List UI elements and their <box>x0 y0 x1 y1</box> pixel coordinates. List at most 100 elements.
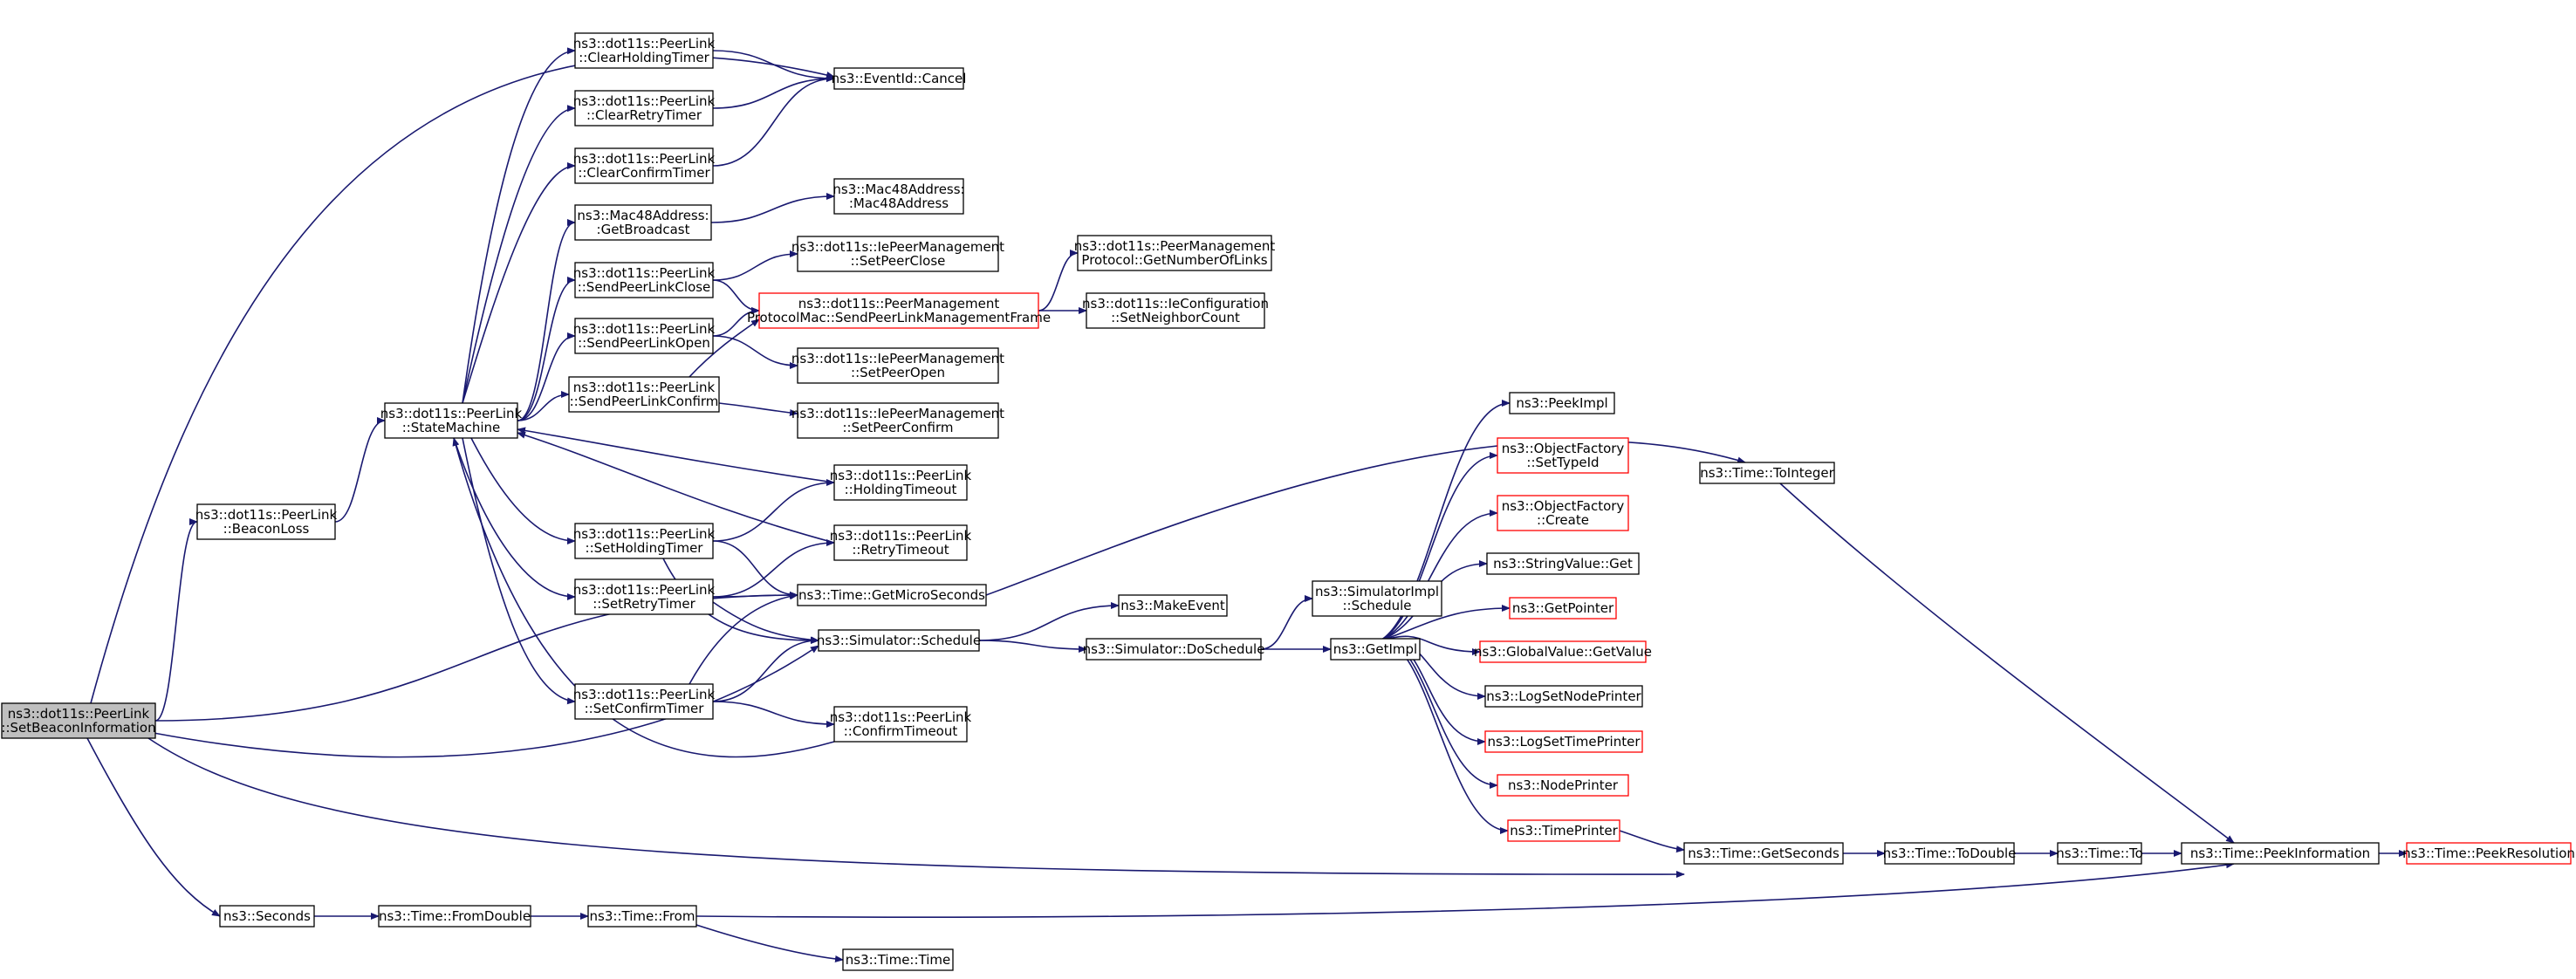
node-ofcreate[interactable]: ns3::ObjectFactory::Create <box>1497 495 1629 531</box>
edge-root-to-schedule <box>153 645 819 758</box>
node-box <box>758 292 1039 329</box>
node-timector[interactable]: ns3::Time::Time <box>842 948 954 971</box>
node-clearconfirm[interactable]: ns3::dot11s::PeerLink::ClearConfirmTimer <box>573 147 716 184</box>
node-sendclose[interactable]: ns3::dot11s::PeerLink::SendPeerLinkClose <box>573 262 716 298</box>
node-label-line: ns3::Mac48Address: <box>832 181 964 197</box>
node-label-line: ns3::dot11s::PeerLink <box>830 709 972 725</box>
node-label-line: ns3::dot11s::PeerLink <box>573 265 716 281</box>
node-clearretry[interactable]: ns3::dot11s::PeerLink::ClearRetryTimer <box>573 90 716 127</box>
node-label-line: ::SetConfirmTimer <box>585 701 705 716</box>
node-label-line: ns3::NodePrinter <box>1508 777 1619 793</box>
node-label-line: ns3::dot11s::PeerLink <box>573 151 716 167</box>
node-box <box>219 905 315 928</box>
node-sendframe[interactable]: ns3::dot11s::PeerManagementProtocolMac::… <box>747 292 1051 329</box>
node-box <box>1497 495 1629 531</box>
node-getimpl[interactable]: ns3::GetImpl <box>1330 638 1421 661</box>
node-settypeid[interactable]: ns3::ObjectFactory::SetTypeId <box>1497 437 1629 474</box>
node-box <box>574 90 714 127</box>
node-logtime[interactable]: ns3::LogSetTimePrinter <box>1484 730 1643 753</box>
node-label-line: ns3::Mac48Address: <box>577 208 709 223</box>
node-beaconloss[interactable]: ns3::dot11s::PeerLink::BeaconLoss <box>195 503 338 540</box>
node-to[interactable]: ns3::Time::To <box>2056 842 2143 865</box>
node-getseconds[interactable]: ns3::Time::GetSeconds <box>1683 842 1844 865</box>
node-label-line: ns3::LogSetNodePrinter <box>1486 688 1641 704</box>
node-numlinks[interactable]: ns3::dot11s::PeerManagementProtocol::Get… <box>1074 235 1276 271</box>
edge-statemachine-to-sendopen <box>517 332 576 421</box>
node-label-line: ProtocolMac::SendPeerLinkManagementFrame <box>747 310 1051 325</box>
node-holdingtimeout[interactable]: ns3::dot11s::PeerLink::HoldingTimeout <box>830 464 972 501</box>
node-makeevent[interactable]: ns3::MakeEvent <box>1118 594 1228 617</box>
node-statemachine[interactable]: ns3::dot11s::PeerLink::StateMachine <box>380 402 523 439</box>
edge-confirmtimeout-to-statemachine <box>452 437 835 758</box>
node-label-line: ::SetPeerConfirm <box>843 420 954 435</box>
node-setconfirm[interactable]: ns3::dot11s::PeerLink::SetConfirmTimer <box>573 683 716 720</box>
node-globalget[interactable]: ns3::GlobalValue::GetValue <box>1474 640 1652 663</box>
edge-schedule-to-makeevent <box>978 602 1120 641</box>
node-confirmtimeout[interactable]: ns3::dot11s::PeerLink::ConfirmTimeout <box>830 706 972 743</box>
edge-root-to-seconds <box>86 737 221 917</box>
node-tointeger[interactable]: ns3::Time::ToInteger <box>1699 462 1835 484</box>
node-from[interactable]: ns3::Time::From <box>587 905 697 928</box>
node-peekinfo[interactable]: ns3::Time::PeekInformation <box>2181 842 2380 865</box>
node-label-line: ::SetBeaconInformation <box>1 720 155 736</box>
node-root[interactable]: ns3::dot11s::PeerLink::SetBeaconInformat… <box>1 702 156 739</box>
node-fromdouble[interactable]: ns3::Time::FromDouble <box>378 905 531 928</box>
node-label-line: ::ClearHoldingTimer <box>579 50 709 65</box>
edge-timeprinter-to-getseconds <box>1619 830 1685 853</box>
edge-sendclose-to-sendframe <box>712 279 760 314</box>
edge-statemachine-to-clearretry <box>462 105 576 404</box>
node-peekimpl[interactable]: ns3::PeekImpl <box>1509 392 1615 414</box>
edge-root-to-cancel <box>90 55 835 704</box>
node-schedule[interactable]: ns3::Simulator::Schedule <box>817 629 981 652</box>
node-iesetopen[interactable]: ns3::dot11s::IePeerManagement::SetPeerOp… <box>791 347 1004 384</box>
node-label-line: Protocol::GetNumberOfLinks <box>1081 252 1267 268</box>
node-todouble[interactable]: ns3::Time::ToDouble <box>1883 842 2017 865</box>
node-label-line: ns3::dot11s::PeerLink <box>195 507 338 523</box>
node-sendconfirm[interactable]: ns3::dot11s::PeerLink::SendPeerLinkConfi… <box>568 376 720 413</box>
node-retrytimeout[interactable]: ns3::dot11s::PeerLink::RetryTimeout <box>830 524 972 561</box>
node-box <box>2057 842 2142 865</box>
node-label-line: ns3::dot11s::PeerLink <box>573 380 716 395</box>
node-sendopen[interactable]: ns3::dot11s::PeerLink::SendPeerLinkOpen <box>573 318 716 354</box>
node-setneighbor[interactable]: ns3::dot11s::IeConfiguration::SetNeighbo… <box>1082 292 1269 329</box>
node-iesetconfirm[interactable]: ns3::dot11s::IePeerManagement::SetPeerCo… <box>791 402 1004 439</box>
node-label-line: ns3::Time::From <box>590 908 695 924</box>
edge-statemachine-to-getbroadcast <box>517 219 576 421</box>
node-clearholding[interactable]: ns3::dot11s::PeerLink::ClearHoldingTimer <box>573 32 716 69</box>
edge-statemachine-to-setholding <box>470 437 576 544</box>
node-getmicro[interactable]: ns3::Time::GetMicroSeconds <box>797 584 987 606</box>
node-label-line: ns3::Time::GetMicroSeconds <box>798 587 985 603</box>
node-lognode[interactable]: ns3::LogSetNodePrinter <box>1484 685 1643 708</box>
node-seconds[interactable]: ns3::Seconds <box>219 905 315 928</box>
node-label-line: ::ClearConfirmTimer <box>578 165 710 181</box>
node-getbroadcast[interactable]: ns3::Mac48Address::GetBroadcast <box>574 204 712 241</box>
edge-clearconfirm-to-cancel <box>712 75 835 167</box>
node-stringget[interactable]: ns3::StringValue::Get <box>1486 552 1640 575</box>
edge-setconfirm-to-confirmtimeout <box>712 701 835 728</box>
node-box <box>1509 597 1617 620</box>
node-getpointer[interactable]: ns3::GetPointer <box>1509 597 1617 620</box>
node-label-line: ns3::GetPointer <box>1512 600 1614 616</box>
node-nodeprinter[interactable]: ns3::NodePrinter <box>1497 774 1629 797</box>
node-label-line: ns3::dot11s::PeerLink <box>830 468 972 483</box>
node-peekres[interactable]: ns3::Time::PeekResolution <box>2402 842 2575 865</box>
edge-sendopen-to-sendframe <box>712 307 760 337</box>
node-mac48ctor[interactable]: ns3::Mac48Address::Mac48Address <box>832 178 965 215</box>
node-simimplschedule[interactable]: ns3::SimulatorImpl::Schedule <box>1312 580 1442 617</box>
node-iesetclose[interactable]: ns3::dot11s::IePeerManagement::SetPeerCl… <box>791 236 1004 272</box>
node-timeprinter[interactable]: ns3::TimePrinter <box>1507 819 1620 842</box>
edge-from-to-peekinfo <box>695 861 2235 918</box>
node-box <box>1118 594 1228 617</box>
node-setholding[interactable]: ns3::dot11s::PeerLink::SetHoldingTimer <box>573 523 716 559</box>
node-setretry[interactable]: ns3::dot11s::PeerLink::SetRetryTimer <box>573 578 716 615</box>
node-label-line: ns3::Time::To <box>2056 846 2143 861</box>
node-box <box>587 905 697 928</box>
node-box <box>818 629 980 652</box>
node-box <box>1479 640 1647 663</box>
node-box <box>384 402 518 439</box>
node-box <box>574 204 712 241</box>
edge-statemachine-to-sendclose <box>517 277 576 421</box>
node-doschedule[interactable]: ns3::Simulator::DoSchedule <box>1083 638 1265 661</box>
node-cancel[interactable]: ns3::EventId::Cancel <box>832 67 967 90</box>
